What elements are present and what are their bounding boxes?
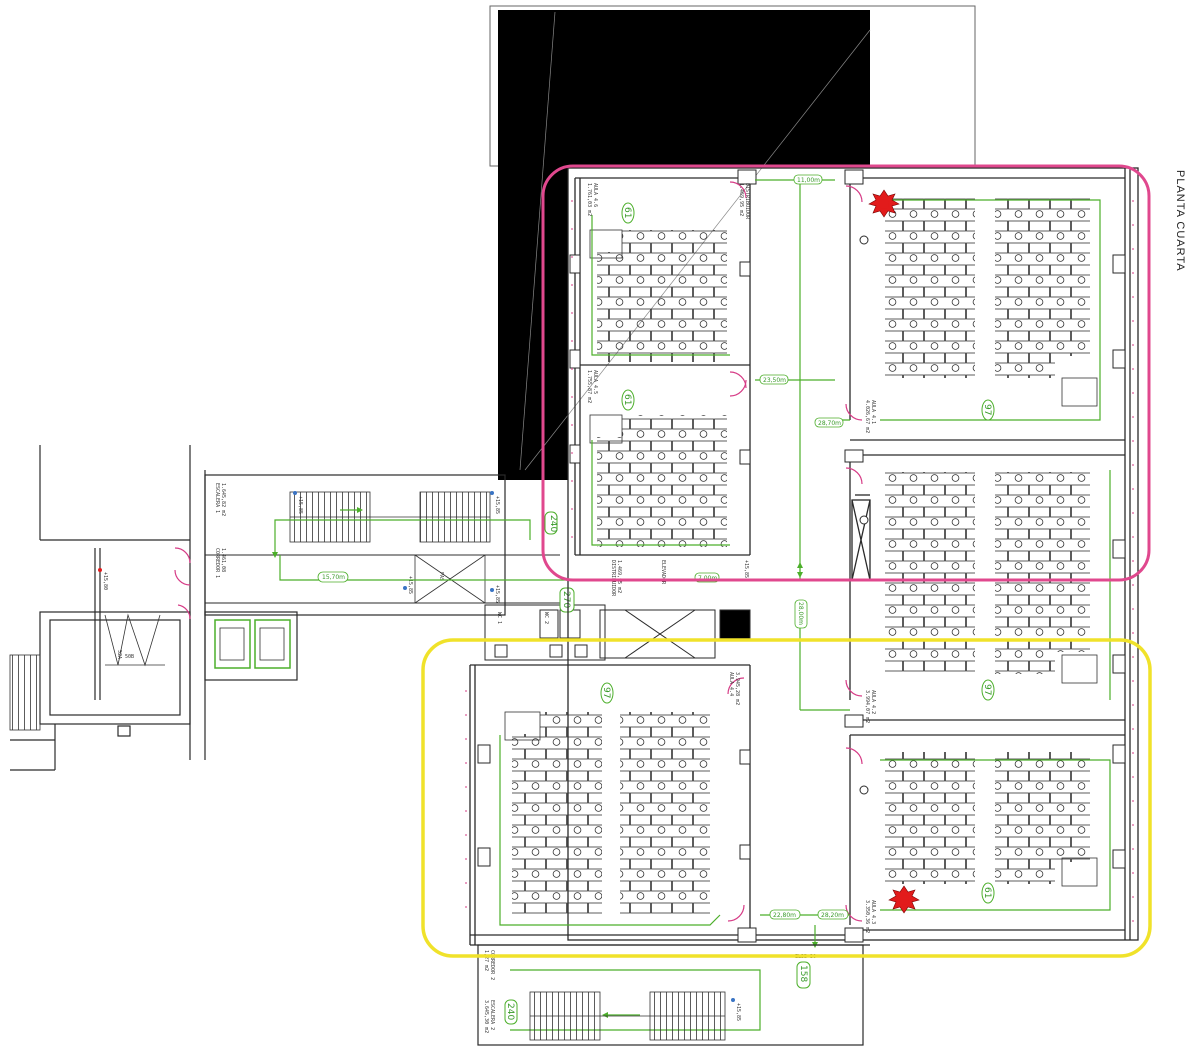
svg-text:28,20m: 28,20m	[821, 912, 844, 919]
svg-text:1.755,87 m2: 1.755,87 m2	[586, 370, 592, 403]
svg-text:22,80m: 22,80m	[773, 912, 796, 919]
svg-text:52A: 52A	[116, 650, 122, 659]
svg-text:AULA 4.3: AULA 4.3	[870, 900, 876, 924]
svg-text:61: 61	[622, 394, 632, 405]
svg-text:270: 270	[561, 591, 571, 608]
svg-text:11,00m: 11,00m	[797, 177, 820, 184]
svg-text:+15,85: +15,85	[494, 496, 500, 514]
svg-text:97: 97	[601, 687, 611, 698]
svg-text:50B: 50B	[125, 654, 134, 660]
escalera-2: 240 158 +15,85	[477, 944, 864, 1046]
occupancy-markers	[600, 202, 995, 904]
occupancy-values: 61 61 97 97 61 97	[601, 207, 992, 898]
desks-aula-43	[885, 752, 1098, 887]
svg-text:AULA 4.5: AULA 4.5	[592, 370, 598, 394]
svg-text:61: 61	[982, 887, 992, 898]
svg-text:97: 97	[982, 404, 992, 415]
left-pink-doors	[174, 547, 191, 620]
svg-text:28,00m: 28,00m	[797, 602, 804, 625]
floor-label: PLANTA CUARTA	[1174, 170, 1186, 272]
svg-text:ESCALERA 2: ESCALERA 2	[489, 1000, 495, 1030]
desks-aula-44	[504, 711, 710, 914]
desks-aula-42	[885, 472, 1098, 684]
svg-text:DISTRIBUIDOR: DISTRIBUIDOR	[744, 183, 750, 220]
svg-text:CORREDOR 2: CORREDOR 2	[489, 950, 495, 980]
svg-text:+15,85: +15,85	[297, 496, 303, 514]
classroom-doors	[727, 181, 863, 922]
svg-text:1,27 m2: 1,27 m2	[483, 950, 489, 971]
svg-text:3.645,30 m2: 3.645,30 m2	[483, 1000, 489, 1033]
svg-text:158: 158	[798, 965, 808, 982]
svg-text:1.469,95 m2: 1.469,95 m2	[738, 183, 744, 216]
svg-text:61: 61	[622, 207, 632, 218]
svg-text:1.461,08: 1.461,08	[220, 548, 226, 572]
left-stair	[9, 613, 165, 731]
svg-text:ESCALERA 1: ESCALERA 1	[214, 483, 220, 513]
svg-text:4.026,67 m2: 4.026,67 m2	[864, 400, 870, 433]
svg-text:WC 1: WC 1	[496, 612, 502, 624]
svg-text:1.645,82 m2: 1.645,82 m2	[220, 483, 226, 516]
alarm-icon	[868, 189, 900, 218]
escalera-1-occupancy: 240 15,70m	[317, 511, 558, 583]
svg-text:+15,85: +15,85	[407, 576, 413, 594]
svg-text:3.994,07 m2: 3.994,07 m2	[864, 690, 870, 723]
svg-text:AULA 4.2: AULA 4.2	[870, 690, 876, 714]
svg-text:ELEVADOR: ELEVADOR	[660, 560, 666, 585]
svg-text:CORREDOR 1: CORREDOR 1	[214, 548, 220, 578]
svg-text:15,70m: 15,70m	[322, 574, 345, 581]
svg-text:PAS: PAS	[438, 572, 444, 581]
svg-text:1.469,95 m2: 1.469,95 m2	[616, 560, 622, 593]
svg-text:3.945,28 m2: 3.945,28 m2	[734, 672, 740, 705]
svg-text:AULA 4.6: AULA 4.6	[592, 183, 598, 207]
wc-block	[484, 604, 751, 661]
left-labels: 52A 50B +15,80	[98, 568, 134, 660]
svg-text:97: 97	[982, 684, 992, 695]
facade-ticks	[465, 200, 1134, 930]
svg-text:23,50m: 23,50m	[763, 377, 786, 384]
svg-text:+15,85: +15,85	[735, 1003, 741, 1021]
elevator-block	[204, 611, 298, 681]
svg-text:+15,80: +15,80	[102, 572, 108, 590]
desks-aula-41	[885, 196, 1098, 407]
desks-aula-45	[589, 414, 727, 547]
svg-text:28,70m: 28,70m	[818, 420, 841, 427]
svg-text:+15,85: +15,85	[494, 585, 500, 603]
room-labels: 1.761,03 m2 AULA 4.6 1.755,87 m2 AULA 4.…	[483, 183, 876, 1033]
alarm-icon	[888, 885, 920, 914]
svg-text:240: 240	[505, 1003, 515, 1020]
svg-text:1.761,03 m2: 1.761,03 m2	[586, 183, 592, 216]
svg-text:240: 240	[548, 515, 558, 532]
svg-text:+15,85: +15,85	[743, 560, 749, 578]
column-marks	[477, 169, 1126, 943]
zone-lower-outline	[421, 638, 1152, 958]
svg-text:WC 2: WC 2	[543, 612, 549, 624]
zone-upper-outline	[541, 164, 1151, 582]
desks-aula-46	[589, 229, 727, 362]
wc-labels: WC 1 WC 2 270 DISTRIBUIDOR 1.469,95 m2	[496, 560, 622, 624]
svg-text:AULA 4.4: AULA 4.4	[728, 672, 734, 696]
svg-text:3.350,36 m2: 3.350,36 m2	[864, 900, 870, 933]
svg-text:AULA 4.1: AULA 4.1	[870, 400, 876, 424]
escalera-1: PAS ESCALERA 1 1.645,82 m2 CORREDOR 1 1.…	[204, 474, 560, 616]
